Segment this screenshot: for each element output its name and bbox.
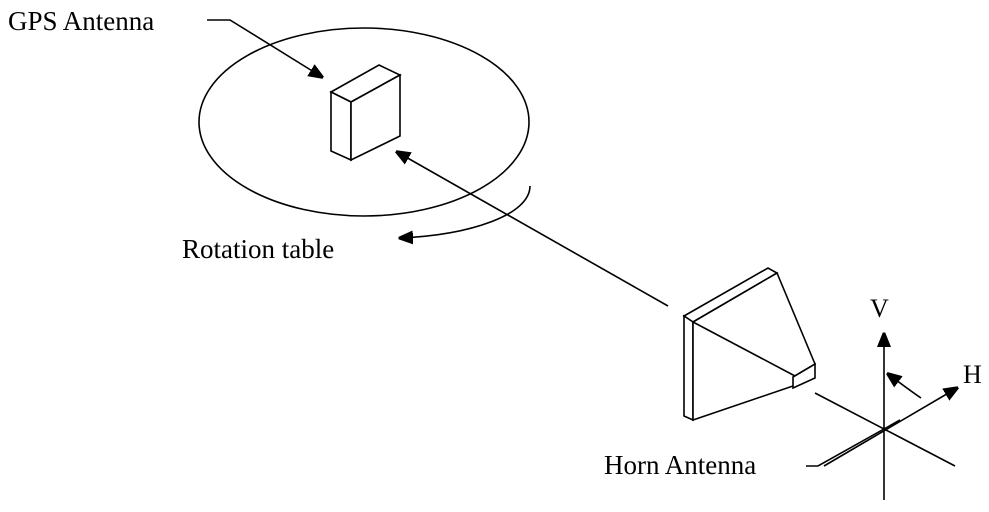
rotation-arrow-arc xyxy=(400,185,531,238)
horn-antenna-label: Horn Antenna xyxy=(604,450,757,480)
horn-antenna-leader xyxy=(806,419,901,467)
horn-antenna-block xyxy=(682,267,817,422)
signal-path-line xyxy=(397,152,669,307)
polarization-axes xyxy=(814,334,957,500)
horizontal-axis-label: H xyxy=(963,360,982,389)
vertical-axis-label: V xyxy=(870,294,889,323)
gps-antenna-label: GPS Antenna xyxy=(8,6,155,36)
rotation-table-label: Rotation table xyxy=(182,234,335,264)
rotation-table-ellipse xyxy=(198,27,530,217)
gps-antenna-block xyxy=(329,64,402,162)
horizontal-axis-line xyxy=(823,388,957,467)
gps-antenna-leader xyxy=(207,19,322,77)
polarization-rotation-arrow xyxy=(888,374,922,399)
